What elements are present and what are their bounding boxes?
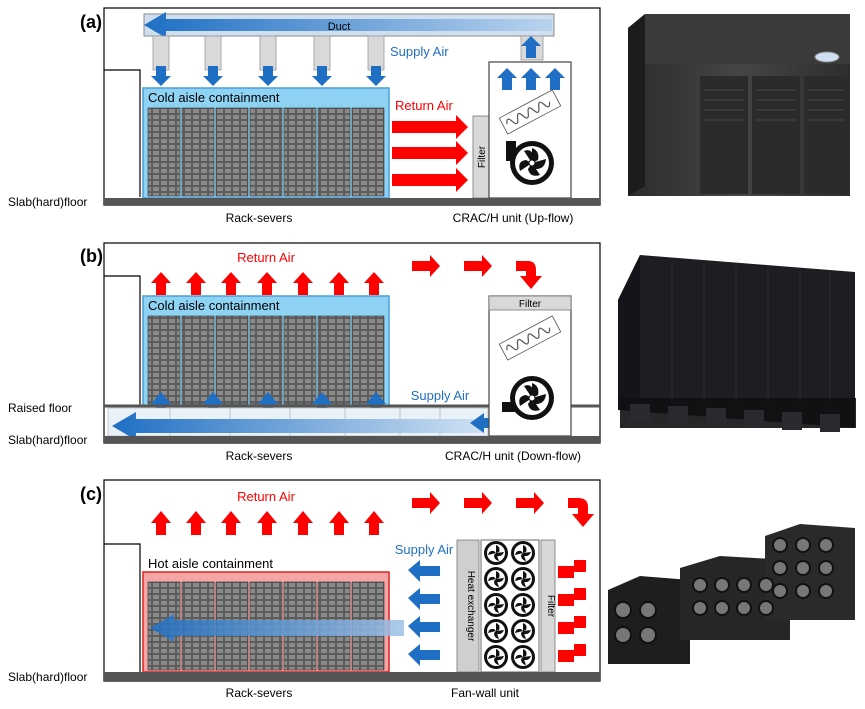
unit-label: CRAC/H unit (Down-flow) xyxy=(445,449,581,463)
panel-a: (a) Duct Supply Air Cold aisle containme… xyxy=(8,7,601,225)
containment-label: Hot aisle containment xyxy=(148,556,273,571)
slab-floor xyxy=(104,436,600,443)
filter-label: Filter xyxy=(545,595,556,618)
fan-icon xyxy=(506,141,554,185)
coil-icon xyxy=(498,315,562,361)
panel-b: (b) Return Air Cold aisle containment xyxy=(8,242,601,463)
supply-air-label: Supply Air xyxy=(390,44,449,59)
containment-label: Cold aisle containment xyxy=(148,298,280,313)
return-air-label: Return Air xyxy=(395,98,453,113)
return-arrows xyxy=(392,115,468,192)
supply-plenum-arrow xyxy=(112,412,484,440)
duct-label: Duct xyxy=(328,21,351,33)
wall-step xyxy=(104,543,141,672)
crac-unit-photo-b xyxy=(618,255,856,432)
racks-label: Rack-severs xyxy=(226,449,293,463)
floor-label: Slab(hard)floor xyxy=(8,195,87,209)
duct-arrow xyxy=(144,12,552,38)
supply-arrows-up xyxy=(497,36,565,90)
coil-icon xyxy=(498,89,562,135)
unit-label: CRAC/H unit (Up-flow) xyxy=(453,211,574,225)
filter-label: Filter xyxy=(519,299,542,310)
wall-step xyxy=(104,69,141,197)
slab-floor xyxy=(104,672,600,681)
filter-label: Filter xyxy=(477,145,488,168)
filter xyxy=(488,295,572,311)
rack-servers xyxy=(147,315,385,405)
racks-label: Rack-severs xyxy=(226,211,293,225)
panel-label: (b) xyxy=(80,246,103,266)
hot-aisle-arrow xyxy=(150,614,404,642)
crac-unit-photo-a xyxy=(628,14,850,196)
panel-label: (a) xyxy=(80,12,102,32)
return-air-label: Return Air xyxy=(237,250,295,265)
return-arrows xyxy=(151,492,594,662)
unit-label: Fan-wall unit xyxy=(451,686,520,700)
supply-air-label: Supply Air xyxy=(411,388,470,403)
slab-floor xyxy=(104,198,600,205)
floor-label: Slab(hard)floor xyxy=(8,433,87,447)
fan-wall-photo xyxy=(608,524,855,664)
racks-label: Rack-severs xyxy=(226,686,293,700)
wall-step xyxy=(104,275,141,405)
containment-label: Cold aisle containment xyxy=(148,90,280,105)
return-arrows-up xyxy=(151,255,542,295)
panel-label: (c) xyxy=(80,484,102,504)
supply-arrows-down xyxy=(151,66,386,86)
floor-label: Slab(hard)floor xyxy=(8,670,87,684)
duct-drops xyxy=(152,35,544,71)
raised-floor-label: Raised floor xyxy=(8,401,72,415)
fan-icon xyxy=(502,376,554,420)
supply-air-label: Supply Air xyxy=(395,542,454,557)
rack-servers xyxy=(147,107,385,197)
heat-exchanger-label: Heat exchanger xyxy=(465,571,476,642)
panel-c: (c) Return Air Hot aisle containment xyxy=(8,479,601,700)
return-air-label: Return Air xyxy=(237,489,295,504)
supply-arrows-left xyxy=(408,560,440,666)
fan-wall-fans xyxy=(484,541,535,669)
